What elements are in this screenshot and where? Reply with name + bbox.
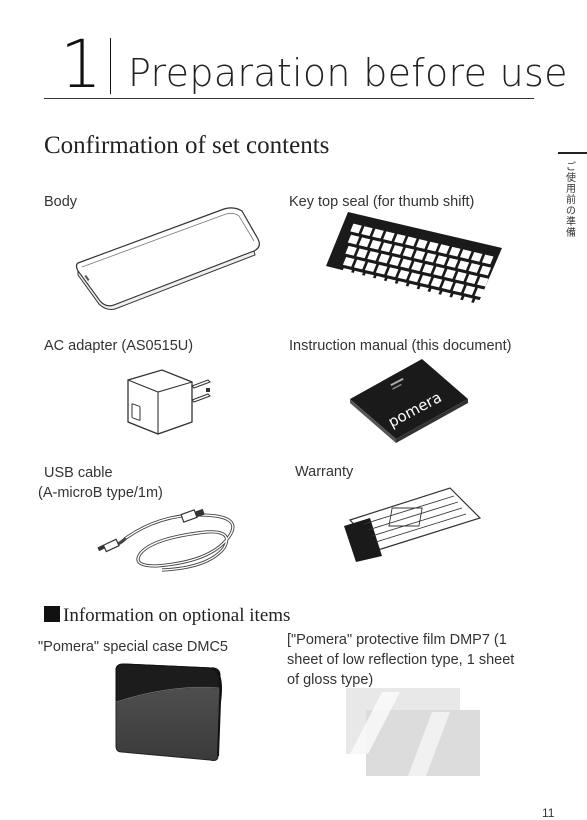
- keytop-key: [470, 251, 483, 262]
- keytop-key: [474, 287, 487, 298]
- item-label-ac-adapter: AC adapter (AS0515U): [44, 338, 194, 354]
- keytop-key: [358, 237, 371, 248]
- keytop-key: [479, 265, 492, 276]
- keytop-key: [408, 272, 421, 283]
- keytop-key: [430, 277, 443, 288]
- keytop-key: [386, 267, 399, 278]
- keytop-key: [391, 245, 404, 255]
- keytop-key: [477, 276, 489, 287]
- keytop-key: [375, 264, 388, 275]
- keytop-key: [342, 257, 355, 267]
- keytop-key: [449, 246, 461, 257]
- instruction-manual-illustration: pomera: [350, 359, 468, 443]
- item-label-usb-cable-type: (A-microB type/1m): [38, 485, 163, 501]
- keytop-key: [433, 266, 445, 277]
- keytop-key: [383, 231, 395, 242]
- keytop-key: [460, 249, 472, 260]
- keytop-key: [452, 282, 465, 293]
- keytop-key: [364, 262, 377, 272]
- keytop-key: [428, 288, 440, 299]
- side-tab-marker: [558, 152, 587, 154]
- item-label-body: Body: [44, 194, 78, 210]
- keytop-key: [394, 233, 406, 244]
- chapter-divider: [110, 38, 111, 94]
- keytop-key: [397, 269, 410, 280]
- item-label-protective-film-line3: of gloss type): [287, 672, 374, 688]
- keytop-key: [372, 228, 384, 239]
- chapter-title: Preparation before use: [128, 51, 568, 95]
- protective-film-illustration: [346, 688, 480, 776]
- square-bullet-icon: [44, 606, 60, 622]
- keytop-key: [424, 252, 437, 263]
- keytop-key: [416, 239, 428, 249]
- keytop-key: [405, 236, 417, 247]
- keytop-key: [427, 241, 439, 252]
- keytop-key: [422, 263, 434, 274]
- keytop-key: [446, 257, 459, 268]
- keytop-key: [400, 258, 412, 269]
- keytop-key: [466, 274, 478, 284]
- keytop-key: [419, 275, 432, 285]
- keytop-key: [417, 286, 429, 296]
- ac-adapter-illustration: [127, 369, 211, 435]
- chapter-number: 1: [60, 26, 102, 103]
- keytop-key: [441, 280, 454, 290]
- item-label-protective-film-line2: sheet of low reflection type, 1 sheet: [287, 652, 515, 668]
- keytop-key: [402, 247, 415, 258]
- item-label-instruction-manual: Instruction manual (this document): [289, 338, 512, 354]
- keytop-key: [461, 296, 473, 307]
- keytop-key: [356, 248, 368, 259]
- special-case-illustration: [115, 663, 222, 761]
- keytop-key: [347, 234, 360, 245]
- keytop-key: [340, 268, 353, 278]
- keytop-key: [345, 245, 357, 256]
- side-tab-label: ご使用前の準備: [566, 162, 576, 239]
- keytop-key: [457, 260, 470, 271]
- keytop-key: [373, 275, 385, 286]
- item-label-protective-film-line1: ["Pomera" protective film DMP7 (1: [287, 632, 507, 648]
- keytop-seal-illustration: [326, 212, 502, 309]
- keytop-key: [351, 270, 363, 281]
- keytop-key: [353, 259, 366, 270]
- usb-cable-illustration: [97, 508, 235, 572]
- keytop-key: [362, 273, 374, 284]
- keytop-key: [378, 253, 390, 264]
- keytop-key: [444, 269, 456, 279]
- optional-items-heading: Information on optional items: [44, 604, 290, 628]
- keytop-key: [455, 271, 467, 282]
- keytop-key: [369, 239, 382, 250]
- section-title: Confirmation of set contents: [44, 132, 330, 159]
- keytop-key: [468, 263, 481, 273]
- keytop-key: [389, 256, 401, 266]
- item-label-usb-cable: USB cable: [44, 465, 113, 481]
- keytop-key: [367, 251, 379, 261]
- keytop-key: [411, 261, 423, 272]
- keytop-key: [350, 223, 362, 234]
- keytop-key: [463, 285, 476, 296]
- keytop-key: [435, 255, 448, 266]
- page-number: 11: [542, 806, 555, 820]
- optional-items-heading-text: Information on optional items: [63, 605, 291, 626]
- item-label-keytop-seal: Key top seal (for thumb shift): [289, 194, 475, 210]
- keytop-key: [413, 250, 426, 260]
- item-label-warranty: Warranty: [295, 464, 354, 480]
- body-device-illustration: [75, 207, 260, 310]
- keytop-key: [450, 293, 462, 304]
- keytop-key: [395, 281, 407, 291]
- keytop-key: [472, 299, 484, 309]
- item-label-special-case: "Pomera" special case DMC5: [38, 639, 229, 655]
- keytop-key: [384, 278, 396, 289]
- header-rule: [44, 98, 534, 99]
- keytop-key: [438, 244, 450, 254]
- keytop-key: [481, 254, 494, 265]
- keytop-key: [439, 291, 451, 302]
- keytop-key: [380, 242, 393, 253]
- warranty-card-illustration: [344, 487, 482, 562]
- keytop-key: [361, 226, 373, 236]
- keytop-key: [406, 283, 418, 294]
